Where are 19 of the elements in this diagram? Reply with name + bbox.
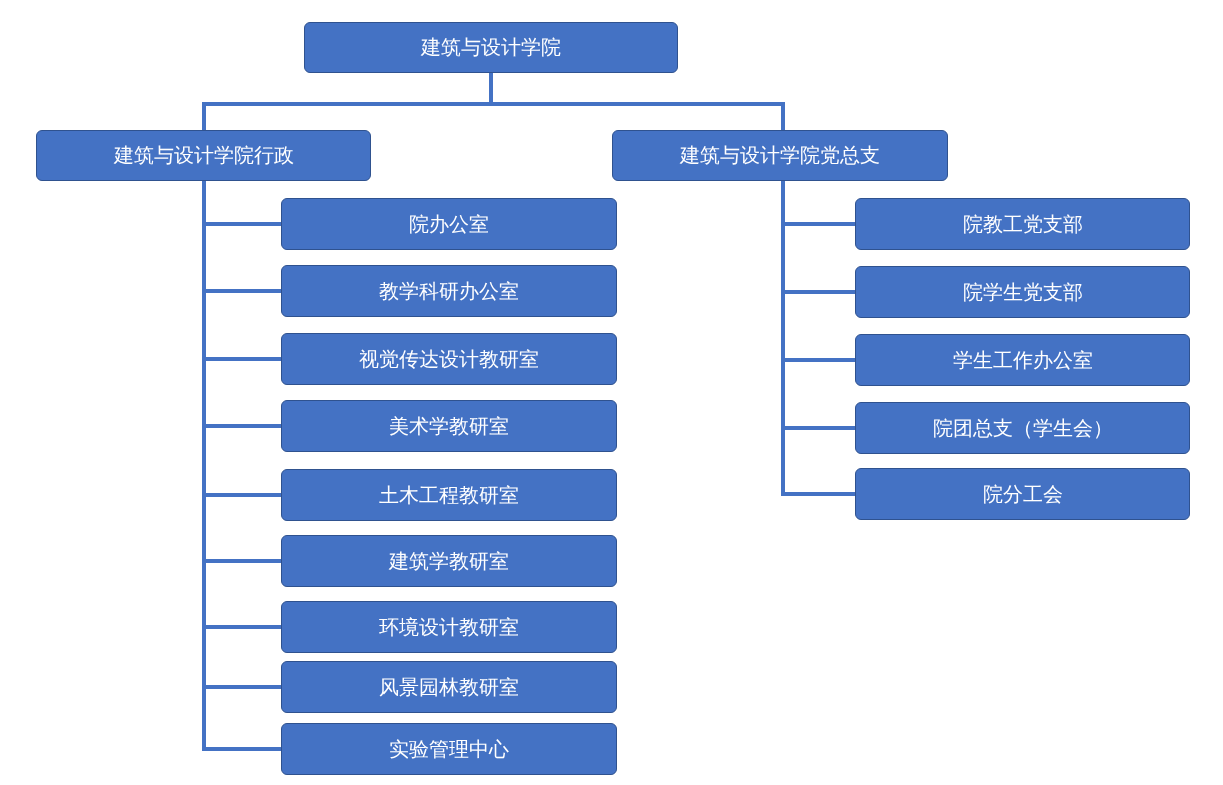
org-box: 院教工党支部 [855,198,1190,250]
connector-line [489,73,785,130]
org-box: 视觉传达设计教研室 [281,333,617,385]
org-box: 建筑学教研室 [281,535,617,587]
org-box: 土木工程教研室 [281,469,617,521]
org-box: 院办公室 [281,198,617,250]
org-box: 建筑与设计学院 [304,22,678,73]
org-box: 风景园林教研室 [281,661,617,713]
org-box: 实验管理中心 [281,723,617,775]
org-box: 学生工作办公室 [855,334,1190,386]
org-box: 院分工会 [855,468,1190,520]
org-box: 教学科研办公室 [281,265,617,317]
org-box: 院学生党支部 [855,266,1190,318]
connector-line [781,181,855,496]
org-box: 建筑与设计学院行政 [36,130,371,181]
org-box: 环境设计教研室 [281,601,617,653]
org-box: 院团总支（学生会） [855,402,1190,454]
org-box: 美术学教研室 [281,400,617,452]
org-box: 建筑与设计学院党总支 [612,130,948,181]
